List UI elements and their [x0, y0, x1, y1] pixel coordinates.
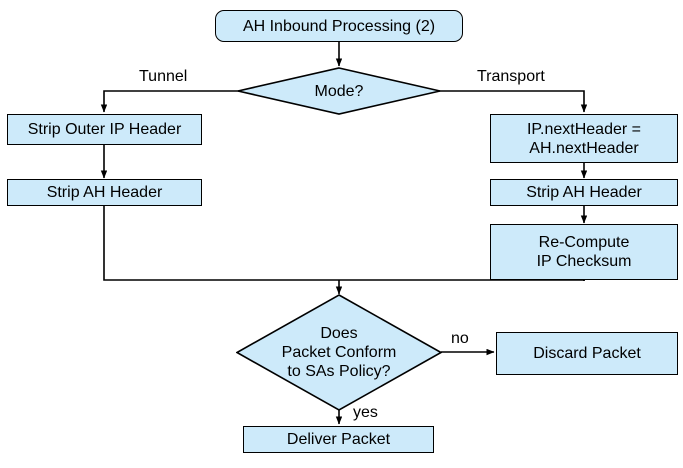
edge-mode-tunnel [100, 90, 258, 113]
node-deliver-packet[interactable]: Deliver Packet [243, 426, 434, 453]
node-discard-packet[interactable]: Discard Packet [496, 332, 678, 375]
node-policy-decision-label: Does Packet Conform to SAs Policy? [281, 325, 397, 380]
edge-mode-transport [420, 90, 588, 113]
edge-label-transport: Transport [477, 68, 545, 85]
edge-label-yes: yes [353, 404, 378, 421]
node-strip-ah-header-transport[interactable]: Strip AH Header [490, 179, 678, 206]
edge-label-no: no [451, 330, 469, 347]
node-mode-decision[interactable]: Mode? [237, 67, 441, 115]
node-ip-nextheader-assign[interactable]: IP.nextHeader = AH.nextHeader [490, 114, 678, 163]
node-policy-decision[interactable]: Does Packet Conform to SAs Policy? [236, 294, 442, 411]
node-recompute-ip-checksum[interactable]: Re-Compute IP Checksum [490, 224, 678, 280]
node-start[interactable]: AH Inbound Processing (2) [215, 10, 463, 42]
node-strip-ah-header-tunnel[interactable]: Strip AH Header [7, 179, 202, 206]
node-mode-decision-label: Mode? [314, 82, 364, 100]
node-strip-outer-ip-header[interactable]: Strip Outer IP Header [7, 114, 202, 145]
edge-label-tunnel: Tunnel [139, 68, 188, 85]
